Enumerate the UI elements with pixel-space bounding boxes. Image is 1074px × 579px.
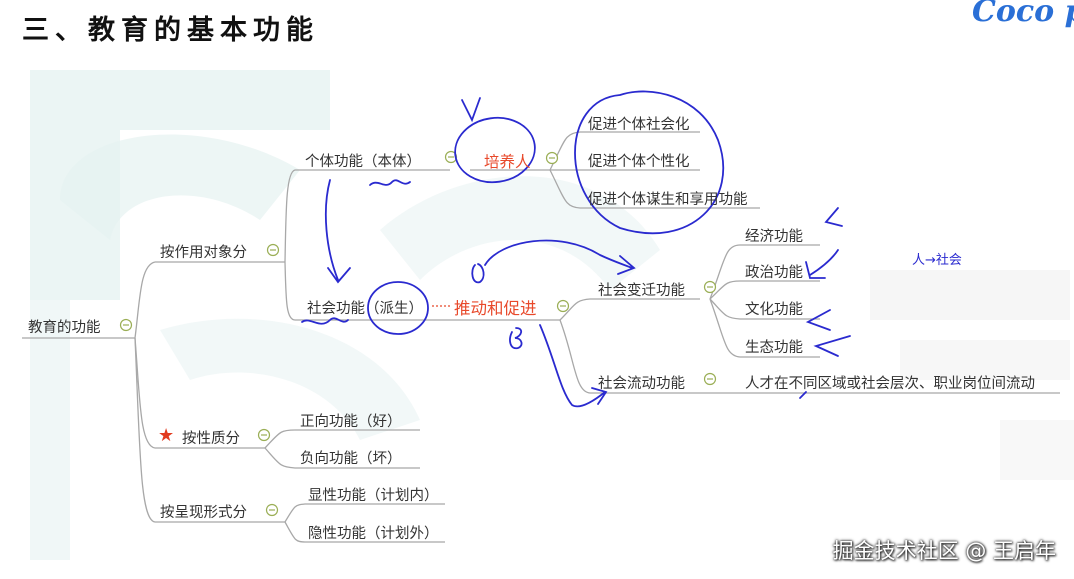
node-ecological: 生态功能 (745, 340, 803, 356)
node-economic: 经济功能 (745, 229, 803, 245)
node-cultural: 文化功能 (745, 302, 803, 318)
node-by-object: 按作用对象分 (160, 245, 247, 261)
node-social-change: 社会变迁功能 (598, 283, 685, 299)
node-individualization: 促进个体个性化 (588, 154, 690, 170)
root-node: 教育的功能 (28, 320, 101, 336)
node-political: 政治功能 (745, 265, 803, 281)
node-by-form: 按呈现形式分 (160, 505, 247, 521)
node-socialization: 促进个体社会化 (588, 117, 690, 133)
node-social-function: 社会功能（派生） (307, 301, 423, 317)
annotation-people-to-society: 人→社会 (912, 253, 962, 268)
node-promote: 推动和促进 (454, 299, 537, 318)
page-title: 三、教育的基本功能 (22, 15, 319, 46)
node-by-nature: 按性质分 (182, 431, 240, 447)
node-talent-mobility: 人才在不同区域或社会层次、职业岗位间流动 (745, 376, 1035, 392)
node-positive: 正向功能（好） (300, 414, 402, 430)
node-social-mobility: 社会流动功能 (598, 376, 685, 392)
node-negative: 负向功能（坏） (300, 451, 402, 467)
brand-logo: Coco p (972, 0, 1074, 29)
watermark-text: 掘金技术社区 @ 王启年 (832, 539, 1056, 563)
node-implicit: 隐性功能（计划外） (308, 526, 439, 542)
node-explicit: 显性功能（计划内） (308, 488, 439, 504)
node-individual-function: 个体功能（本体） (305, 154, 421, 170)
star-icon: ★ (158, 425, 175, 446)
node-livelihood: 促进个体谋生和享用功能 (588, 192, 748, 208)
node-cultivate-people: 培养人 (484, 153, 531, 171)
